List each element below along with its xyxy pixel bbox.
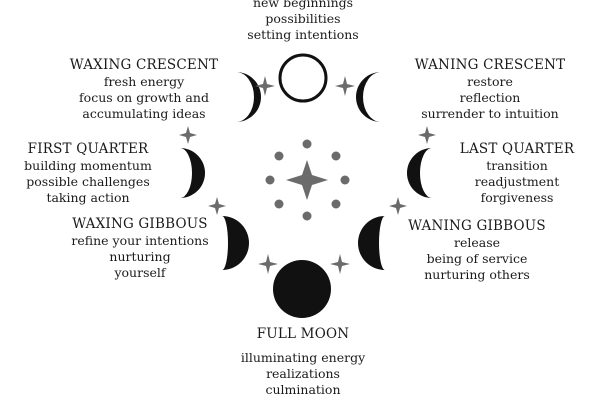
star-dot-icon: [340, 175, 350, 185]
phase-line: nurturing: [109, 249, 171, 264]
star-dot-icon: [302, 211, 312, 221]
phase-title: WANING CRESCENT: [414, 57, 566, 73]
star-dot-icon: [274, 199, 284, 209]
star-dot-icon: [331, 199, 341, 209]
full-moon-icon: [273, 260, 331, 318]
phase-line: fresh energy: [103, 74, 185, 89]
first-quarter-icon: [180, 147, 206, 198]
phase-line: new beginnings: [252, 0, 354, 10]
phase-title: WAXING GIBBOUS: [72, 216, 208, 232]
phase-line: release: [453, 235, 501, 250]
sparkle-icon: [255, 76, 275, 96]
phase-line: possible challenges: [26, 174, 150, 189]
phase-line: nurturing others: [424, 267, 530, 282]
phase-line: realizations: [266, 366, 340, 381]
phase-line: accumulating ideas: [82, 106, 206, 121]
phase-line: possibilities: [265, 11, 341, 26]
phase-line: focus on growth and: [79, 90, 209, 105]
phase-line: building momentum: [24, 158, 152, 173]
star-dot-icon: [274, 151, 284, 161]
waning-crescent-icon: [356, 72, 381, 122]
phase-line: restore: [467, 74, 513, 89]
phase-waning-gibbous: WANING GIBBOUS release being of service …: [402, 218, 552, 283]
phase-first-quarter: FIRST QUARTER building momentum possible…: [18, 141, 158, 206]
sparkle-icon: [389, 197, 407, 215]
star-dot-icon: [265, 175, 275, 185]
phase-last-quarter: LAST QUARTER transition readjustment for…: [452, 141, 582, 206]
phase-title: WAXING CRESCENT: [69, 57, 219, 73]
sparkle-icon: [330, 254, 350, 274]
new-moon-icon: [278, 53, 328, 103]
phase-line: being of service: [426, 251, 528, 266]
sparkle-icon: [179, 126, 197, 144]
phase-line: readjustment: [474, 174, 560, 189]
phase-line: illuminating energy: [240, 350, 366, 365]
phase-line: refine your intentions: [71, 233, 209, 248]
waning-gibbous-icon: [358, 216, 385, 270]
sparkle-icon: [418, 126, 436, 144]
phase-title: FULL MOON: [256, 326, 350, 342]
sparkle-icon: [208, 197, 226, 215]
phase-line: taking action: [46, 190, 130, 205]
phase-line: surrender to intuition: [421, 106, 559, 121]
star-dot-icon: [331, 151, 341, 161]
phase-title: FIRST QUARTER: [27, 141, 149, 157]
phase-line: setting intentions: [247, 27, 359, 42]
phase-new-moon: new beginnings possibilities setting int…: [203, 0, 403, 43]
phase-full-moon: FULL MOON illuminating energy realizatio…: [203, 326, 403, 398]
center-star-icon: [286, 160, 328, 200]
sparkle-icon: [258, 254, 278, 274]
last-quarter-icon: [406, 147, 432, 198]
phase-line: forgiveness: [480, 190, 554, 205]
phase-waning-crescent: WANING CRESCENT restore reflection surre…: [400, 57, 580, 122]
waxing-gibbous-icon: [222, 216, 249, 270]
phase-line: transition: [486, 158, 548, 173]
star-dot-icon: [302, 139, 312, 149]
phase-title: LAST QUARTER: [459, 141, 575, 157]
phase-line: reflection: [459, 90, 521, 105]
phase-waxing-crescent: WAXING CRESCENT fresh energy focus on gr…: [60, 57, 228, 122]
phase-line: culmination: [265, 382, 341, 397]
sparkle-icon: [335, 76, 355, 96]
phase-line: yourself: [114, 265, 166, 280]
waxing-crescent-icon: [236, 72, 261, 122]
phase-title: WANING GIBBOUS: [408, 218, 546, 234]
phase-waxing-gibbous: WAXING GIBBOUS refine your intentions nu…: [60, 216, 220, 281]
